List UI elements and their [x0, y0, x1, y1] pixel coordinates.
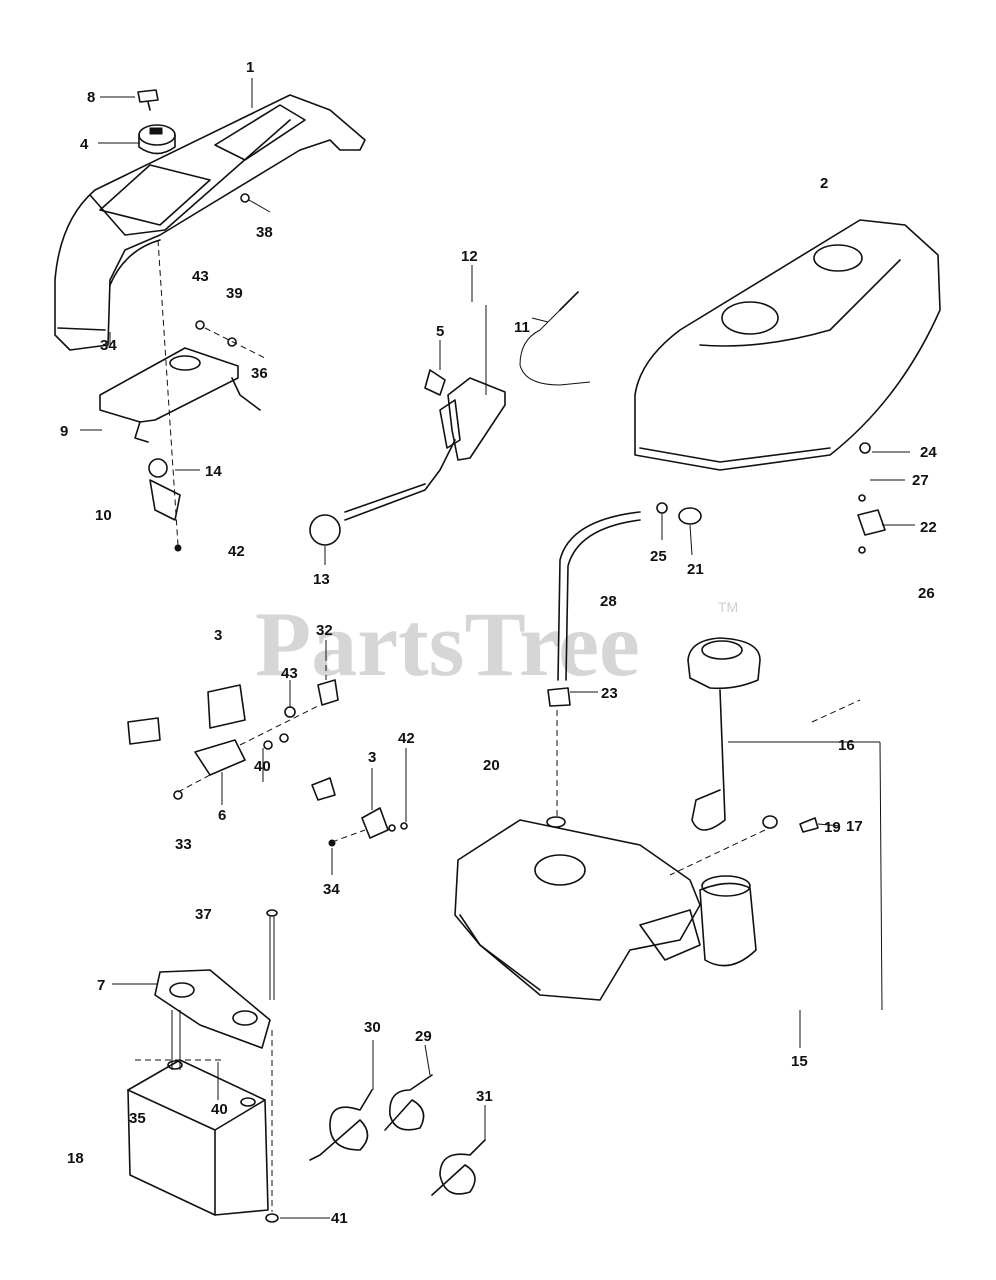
part-32-connector[interactable]: [317, 655, 339, 706]
part-43-nut[interactable]: [284, 706, 296, 718]
part-20-fuel-tank[interactable]: [454, 819, 757, 1001]
part-11-cable[interactable]: [519, 291, 591, 386]
callout-6: 6: [218, 807, 226, 824]
callout-1: 1: [246, 59, 254, 76]
callout-5: 5: [436, 323, 444, 340]
watermark-text: PartsTree: [255, 593, 640, 695]
callout-2: 2: [820, 175, 828, 192]
part-1-left-fender[interactable]: [54, 94, 366, 351]
callout-17: 17: [846, 818, 863, 835]
part-22-latch[interactable]: [857, 494, 886, 554]
callout-22: 22: [920, 519, 937, 536]
callout-42: 42: [398, 730, 415, 747]
callout-8: 8: [87, 89, 95, 106]
part-8-key[interactable]: [137, 89, 159, 111]
callout-20: 20: [483, 757, 500, 774]
callout-9: 9: [60, 423, 68, 440]
callout-14: 14: [205, 463, 222, 480]
callout-24: 24: [920, 444, 937, 461]
callout-32: 32: [316, 622, 333, 639]
callout-33: 33: [175, 836, 192, 853]
part-7-battery-tray[interactable]: [112, 969, 271, 1070]
callout-labels: 1 2 3 3 4 5 6 7 8 9 10 11 12 13 14 15 16…: [60, 59, 937, 1227]
callout-43: 43: [281, 665, 298, 682]
part-16-fuel-cap[interactable]: [687, 637, 883, 1011]
callout-15: 15: [791, 1053, 808, 1070]
callout-38: 38: [256, 224, 273, 241]
callout-42: 42: [228, 543, 245, 560]
callout-3: 3: [368, 749, 376, 766]
part-13-shift-lever[interactable]: [309, 439, 456, 546]
part-29-cable[interactable]: [384, 1044, 433, 1131]
callout-21: 21: [687, 561, 704, 578]
leader-lines: [80, 78, 915, 1100]
callout-40: 40: [254, 758, 271, 775]
callout-29: 29: [415, 1028, 432, 1045]
callout-31: 31: [476, 1088, 493, 1105]
part-2-right-fender[interactable]: [634, 219, 941, 471]
callout-27: 27: [912, 472, 929, 489]
callout-43: 43: [192, 268, 209, 285]
callout-39: 39: [226, 285, 243, 302]
callout-37: 37: [195, 906, 212, 923]
part-38-screw[interactable]: [240, 193, 271, 213]
callout-34: 34: [323, 881, 340, 898]
part-3-safety-switch[interactable]: [311, 768, 408, 847]
callout-36: 36: [251, 365, 268, 382]
callout-3: 3: [214, 627, 222, 644]
callout-28: 28: [600, 593, 617, 610]
callout-30: 30: [364, 1019, 381, 1036]
part-24-nut[interactable]: [859, 442, 910, 454]
watermark: PartsTree TM: [255, 593, 738, 695]
callout-18: 18: [67, 1150, 84, 1167]
part-35-battery[interactable]: [127, 1059, 269, 1216]
callout-23: 23: [601, 685, 618, 702]
part-31-cable[interactable]: [431, 1105, 486, 1196]
part-9-bracket[interactable]: [99, 320, 266, 443]
callout-26: 26: [918, 585, 935, 602]
part-37-bolt[interactable]: [266, 909, 278, 1212]
part-4-ignition-switch[interactable]: [138, 124, 176, 155]
part-41-nut[interactable]: [265, 1213, 330, 1223]
watermark-trademark: TM: [718, 599, 738, 615]
callout-34: 34: [100, 337, 117, 354]
part-30-cable[interactable]: [309, 1040, 374, 1161]
callout-16: 16: [838, 737, 855, 754]
callout-19: 19: [824, 819, 841, 836]
part-12-lever-plate[interactable]: [424, 340, 506, 461]
part-connectors-plug[interactable]: [127, 684, 246, 745]
callout-13: 13: [313, 571, 330, 588]
part-14-lever[interactable]: [148, 239, 182, 552]
part-17-fitting[interactable]: [669, 815, 841, 876]
callout-7: 7: [97, 977, 105, 994]
callout-40: 40: [211, 1101, 228, 1118]
callout-41: 41: [331, 1210, 348, 1227]
part-23-fuel-valve[interactable]: [546, 687, 571, 828]
callout-35: 35: [129, 1110, 146, 1127]
part-28-fuel-line[interactable]: [557, 502, 668, 681]
callout-4: 4: [80, 136, 89, 153]
callout-10: 10: [95, 507, 112, 524]
part-21-grommet[interactable]: [678, 507, 702, 525]
part-6-switch[interactable]: [173, 704, 321, 800]
callout-11: 11: [514, 319, 530, 336]
callout-12: 12: [461, 248, 478, 265]
callout-25: 25: [650, 548, 667, 565]
